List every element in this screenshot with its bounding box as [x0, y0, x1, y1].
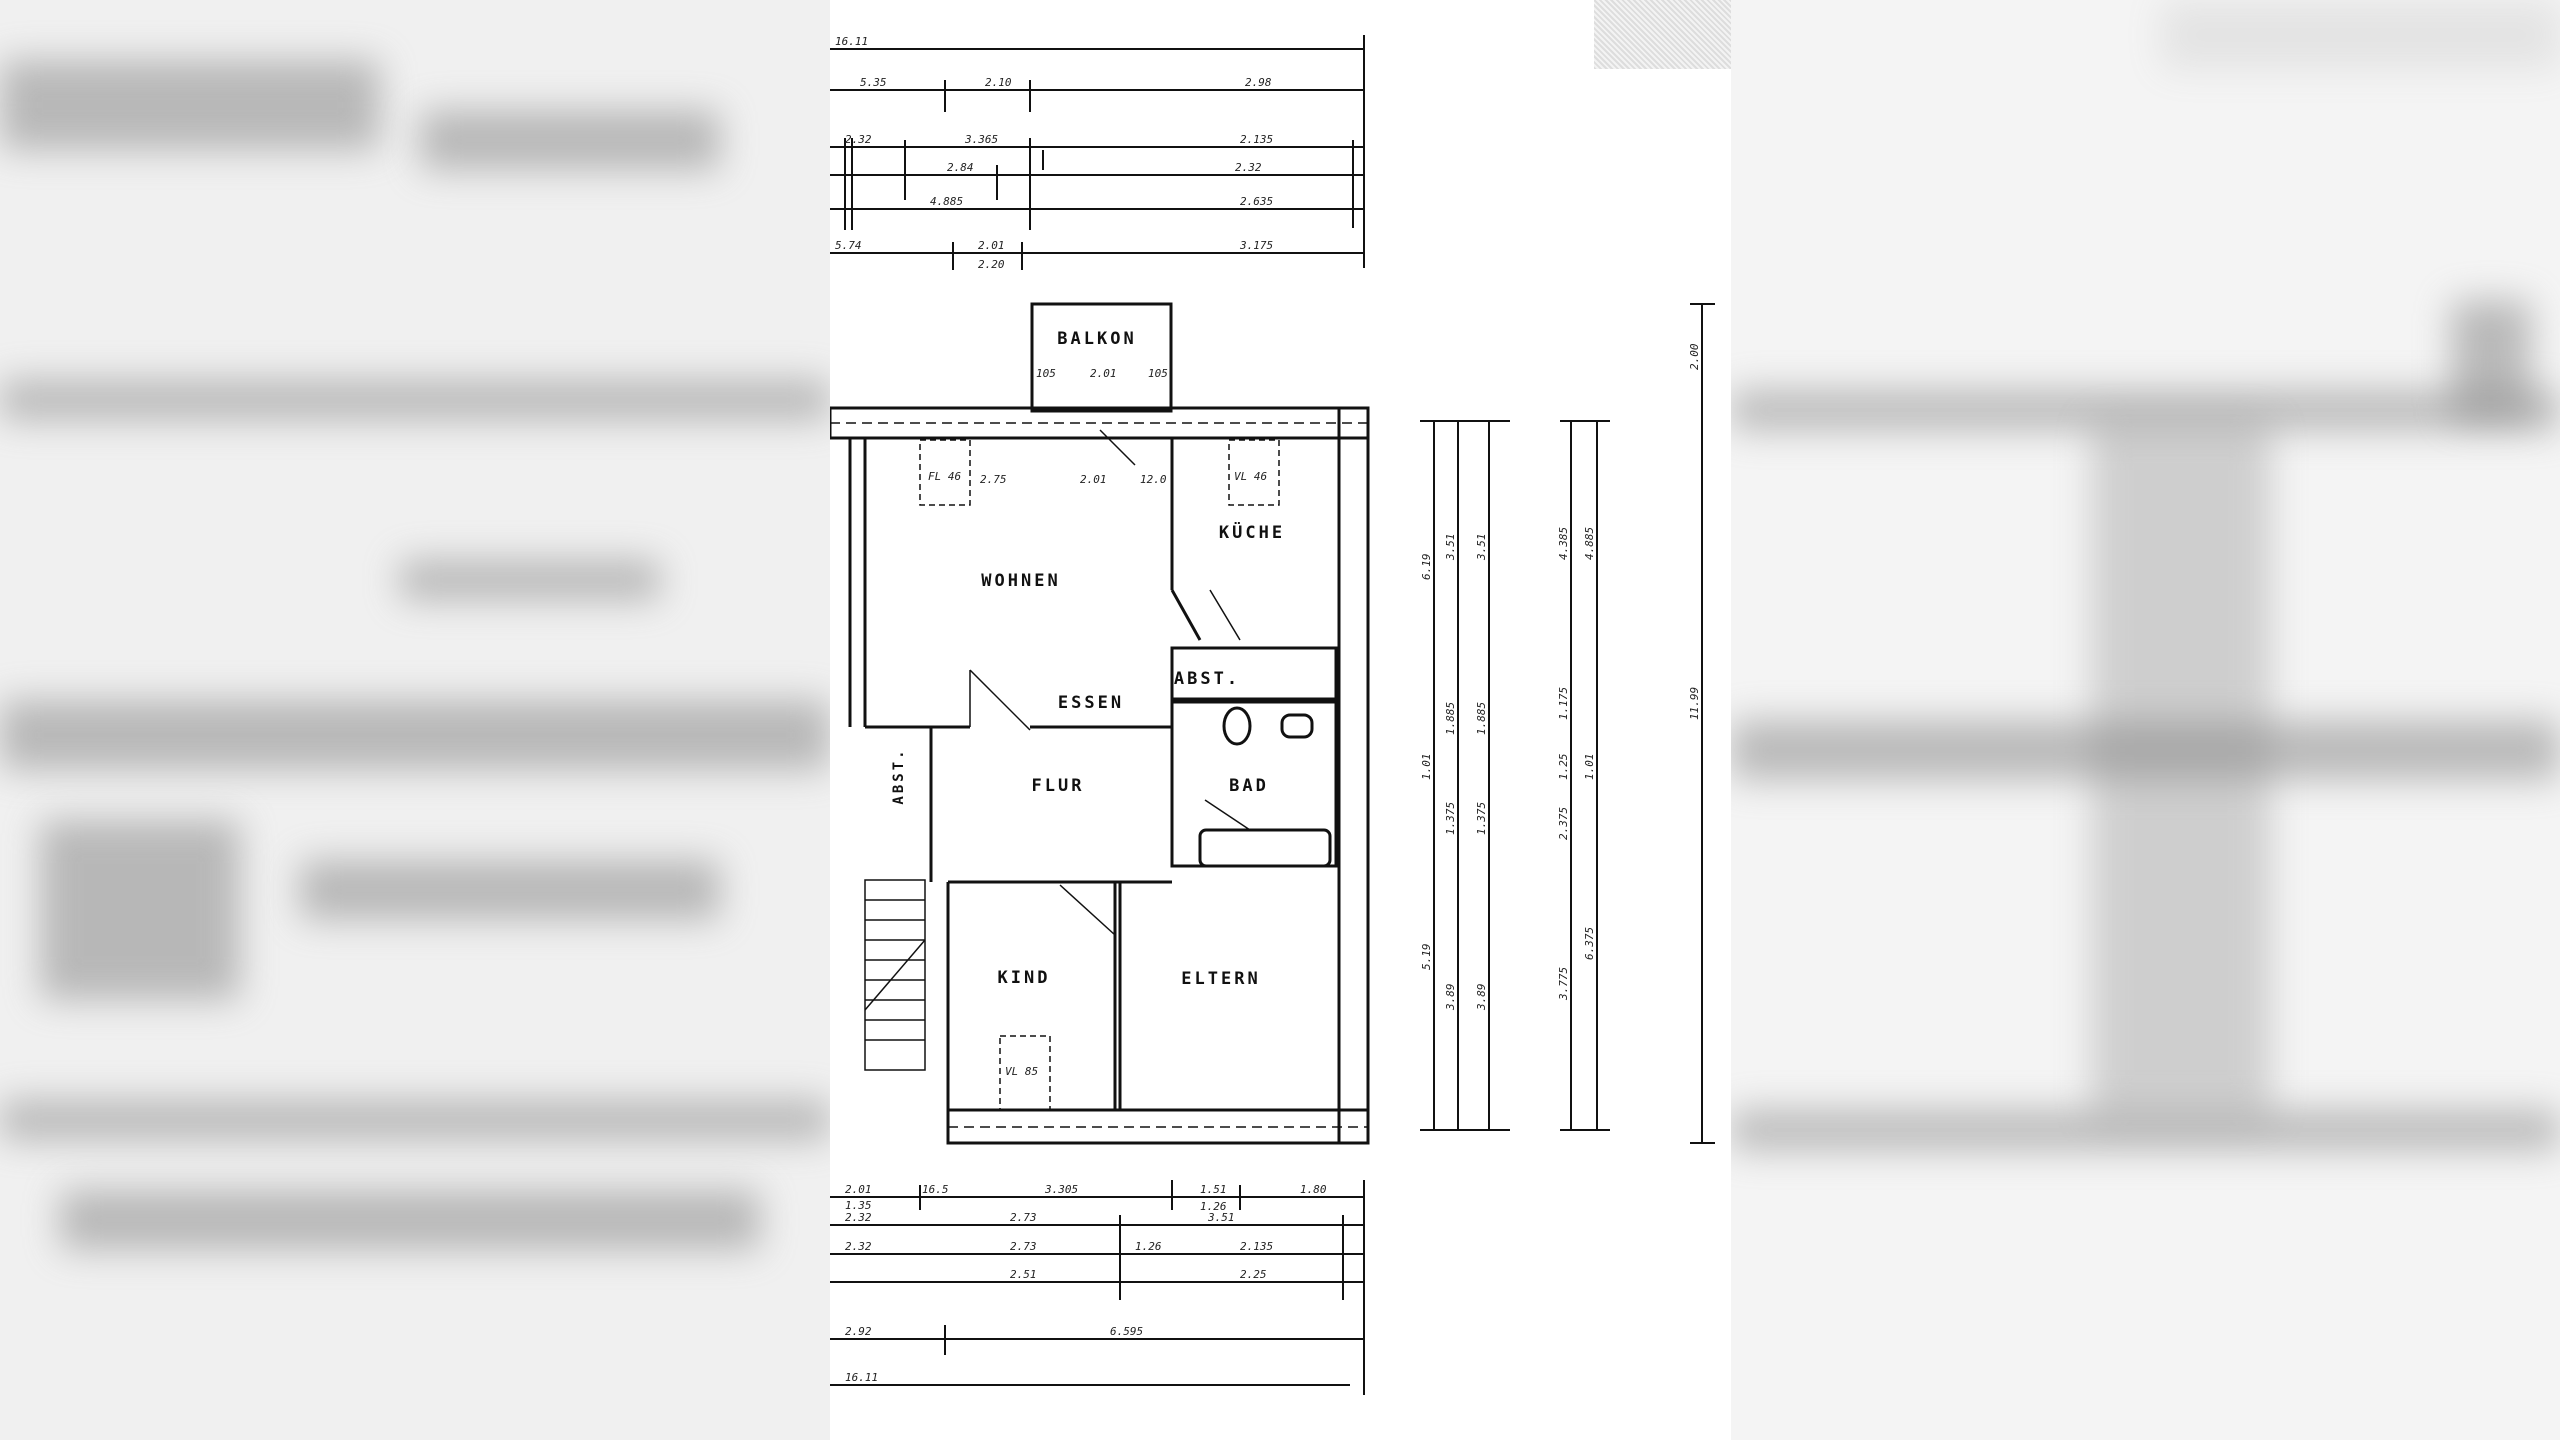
dim-wohnen-c: 2.01 — [1080, 473, 1107, 486]
dim-right-col4-b: 1.175 — [1557, 687, 1570, 720]
top-dimension-lines — [830, 35, 1365, 270]
dim-top-row3-g: 2.84 — [947, 161, 974, 174]
floor-plan-image: BALKON WOHNEN KÜCHE ABST. ESSEN FLUR BAD… — [830, 0, 1731, 1440]
dim-right-col4-e: 2.375 — [1557, 807, 1570, 840]
room-label-bad: BAD — [1229, 776, 1269, 796]
dim-balkon-width: 2.01 — [1090, 367, 1117, 380]
dim-bottom-row1-a: 2.01 — [845, 1183, 872, 1196]
dim-bottom-row2-c: 2.73 — [1010, 1211, 1037, 1224]
dim-bottom-row1-b: 1.35 — [845, 1199, 872, 1212]
window-label-kind: VL 85 — [1005, 1065, 1038, 1078]
room-label-eltern: ELTERN — [1181, 969, 1260, 989]
dim-bottom-row1-f: 1.26 — [1200, 1200, 1227, 1213]
staircase — [864, 879, 926, 1071]
dim-bottom-row4-f: 2.25 — [1240, 1268, 1267, 1281]
dim-top-row4-b: 4.885 — [930, 195, 963, 208]
floor-plan-drawing: BALKON WOHNEN KÜCHE ABST. ESSEN FLUR BAD… — [830, 35, 1715, 1395]
dim-bottom-row3-c: 2.73 — [1010, 1240, 1037, 1253]
blurred-background-right — [1731, 0, 2560, 1440]
dim-right-col2-g: 3.89 — [1444, 984, 1457, 1012]
room-label-flur: FLUR — [1032, 776, 1085, 796]
room-label-kind: KIND — [998, 968, 1051, 988]
dim-top-row5-c: 2.20 — [978, 258, 1005, 271]
dim-top-row4-d: 2.635 — [1240, 195, 1273, 208]
dim-wohnen-d: 12.0 — [1140, 473, 1167, 486]
window-label-wohnen: FL 46 — [928, 470, 961, 483]
dim-top-row1-c: 2.98 — [1245, 76, 1272, 89]
dim-right-col5-c: 6.375 — [1583, 927, 1596, 960]
dim-right-col5-b: 1.01 — [1583, 754, 1596, 781]
dim-bottom-row1-c: 16.5 — [922, 1183, 949, 1196]
dim-top-row5-a: 5.74 — [835, 239, 862, 252]
room-label-abst-kitchen: ABST. — [1174, 669, 1240, 689]
room-label-wohnen: WOHNEN — [981, 571, 1060, 591]
dim-top-row2-a: 2.32 — [845, 133, 872, 146]
dim-bottom-row1-g: 1.80 — [1300, 1183, 1327, 1196]
dim-bottom-row3-e: 1.26 — [1135, 1240, 1162, 1253]
dim-right-col1-a: 6.19 — [1420, 554, 1433, 581]
dim-bottom-row3-g: 2.135 — [1240, 1240, 1273, 1253]
dim-top-row5-d: 3.175 — [1239, 239, 1273, 252]
dim-right-col3-a: 3.51 — [1475, 534, 1488, 562]
dim-top-total: 16.11 — [835, 35, 868, 48]
dim-right-col1-c: 5.19 — [1420, 944, 1433, 971]
dim-right-col1-b: 1.01 — [1420, 754, 1433, 781]
dim-top-row1-a: 5.35 — [860, 76, 887, 89]
dim-bottom-row2-a: 2.32 — [845, 1211, 872, 1224]
dim-bottom-row1-d: 3.305 — [1044, 1183, 1078, 1196]
dim-right-col4-a: 4.385 — [1557, 527, 1570, 560]
dim-right-col3-e: 1.375 — [1475, 802, 1488, 835]
dim-balkon-left: 105 — [1036, 367, 1056, 380]
dim-right-outer: 11.99 — [1688, 687, 1701, 720]
dim-wohnen-b: 2.75 — [980, 473, 1007, 486]
room-label-essen: ESSEN — [1058, 693, 1124, 713]
dim-bottom-row4-b: 2.51 — [1010, 1268, 1037, 1281]
dim-right-col2-e: 1.375 — [1444, 802, 1457, 835]
blurred-background-left — [0, 0, 830, 1440]
room-label-balkon: BALKON — [1057, 329, 1136, 349]
dim-right-col4-f: 3.775 — [1557, 967, 1570, 1001]
dim-top-row1-b: 2.10 — [985, 76, 1012, 89]
dim-right-col2-c: 1.885 — [1444, 702, 1457, 735]
dim-bottom-row5-b: 6.595 — [1110, 1325, 1143, 1338]
dim-right-col4-c: 1.25 — [1557, 754, 1570, 781]
dim-top-row2-g: 2.135 — [1240, 133, 1273, 146]
right-dimension-lines — [1420, 303, 1715, 1144]
dim-right-col3-g: 3.89 — [1475, 984, 1488, 1012]
dim-top-row2-d: 3.365 — [964, 133, 998, 146]
dim-bottom-row3-a: 2.32 — [845, 1240, 872, 1253]
door-swings — [969, 429, 1251, 936]
dim-bottom-row5-a: 2.92 — [845, 1325, 872, 1338]
window-markers — [919, 439, 1280, 1111]
dim-right-col2-a: 3.51 — [1444, 534, 1457, 562]
room-label-abst-hall: ABST. — [891, 747, 907, 804]
dim-right-col3-c: 1.885 — [1475, 702, 1488, 735]
walls — [830, 302, 1370, 1145]
room-label-kueche: KÜCHE — [1219, 521, 1285, 543]
scan-noise-patch — [1594, 0, 1731, 69]
dim-right-col5-a: 4.885 — [1583, 527, 1596, 560]
dim-balkon-right: 105 — [1148, 367, 1168, 380]
dim-top-row3-k: 2.32 — [1235, 161, 1262, 174]
dim-bottom-row2-e: 3.51 — [1207, 1211, 1235, 1224]
dim-right-top: 2.00 — [1688, 343, 1701, 370]
dim-bottom-row1-e: 1.51 — [1200, 1183, 1227, 1196]
dim-top-row5-b: 2.01 — [978, 239, 1005, 252]
window-label-kueche: VL 46 — [1234, 470, 1267, 483]
dim-bottom-total: 16.11 — [845, 1371, 878, 1384]
bottom-dimension-lines — [830, 1180, 1365, 1395]
